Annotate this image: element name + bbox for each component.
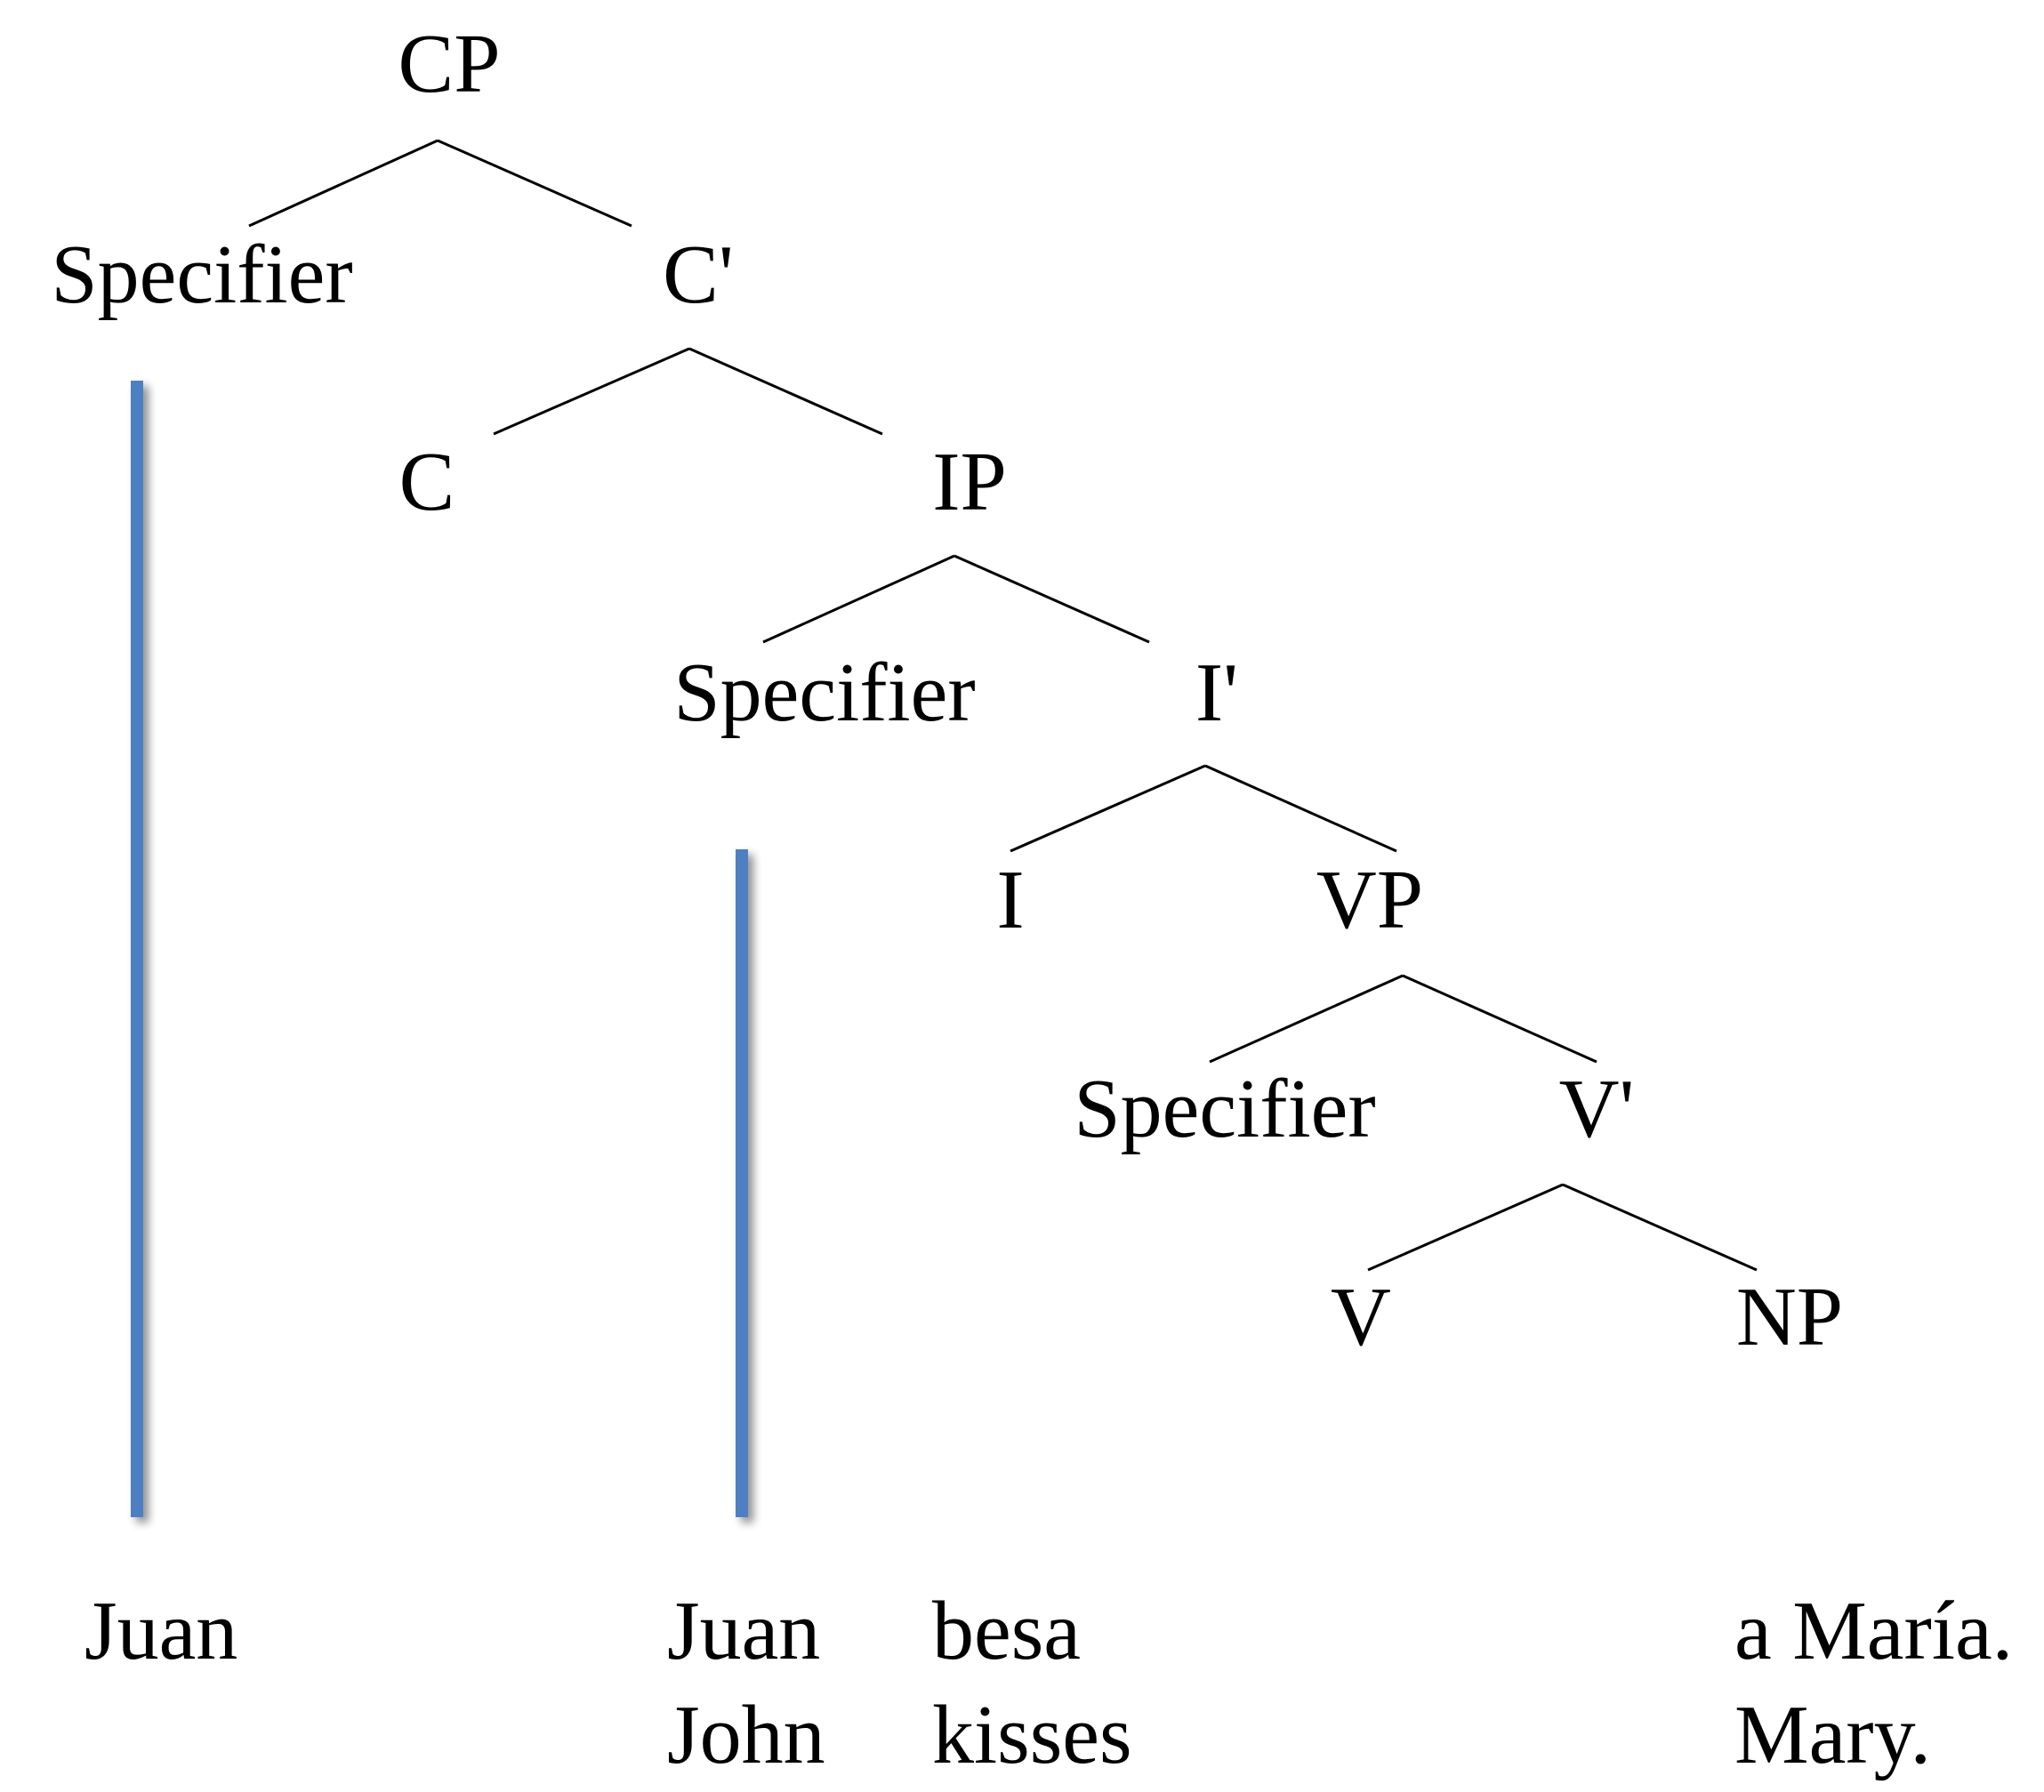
branch-v-bar-to-v [1367,1183,1564,1272]
node-c-bar: C' [663,229,734,321]
branch-v-bar-to-np [1562,1183,1758,1272]
branch-i-bar-to-i [1010,764,1206,853]
branch-vp-to-v-bar [1402,974,1597,1064]
node-vp: VP [1316,854,1423,946]
branch-i-bar-to-vp [1204,764,1397,853]
branch-ip-to-i-bar [954,554,1150,644]
sentence-words: Juan Juan besa a María. [84,1585,2013,1677]
word-juan: Juan [667,1585,820,1677]
node-cp: CP [398,18,501,110]
node-c: C [399,436,455,528]
branch-ip-to-specifier [762,554,955,644]
tree-branches [248,139,1758,1272]
node-cp-specifier: Specifier [51,229,352,321]
branch-c-bar-to-ip [688,347,883,436]
movement-bars [131,381,748,1517]
word-juan-moved: Juan [84,1585,237,1677]
branch-cp-to-specifier [248,139,439,228]
node-i: I [996,854,1024,946]
node-ip-specifier: Specifier [673,647,975,739]
word-besa: besa [932,1585,1081,1677]
branch-cp-to-c-bar [437,139,632,228]
gloss-mary: Mary. [1734,1689,1931,1781]
node-ip: IP [932,436,1007,528]
node-v: V [1331,1271,1391,1363]
branch-vp-to-specifier [1209,974,1404,1064]
node-i-bar: I' [1195,647,1238,739]
gloss-words: John kisses Mary. [667,1689,1931,1781]
word-a-maria: a María. [1734,1585,2013,1677]
node-np: NP [1736,1271,1843,1363]
gloss-kisses: kisses [932,1689,1132,1781]
node-vp-specifier: Specifier [1074,1063,1375,1155]
tree-nodes: CP Specifier C' C IP Specifier I' I VP S… [51,18,1843,1363]
branch-c-bar-to-c [493,347,690,436]
node-v-bar: V' [1559,1063,1635,1155]
gloss-john: John [667,1689,825,1781]
